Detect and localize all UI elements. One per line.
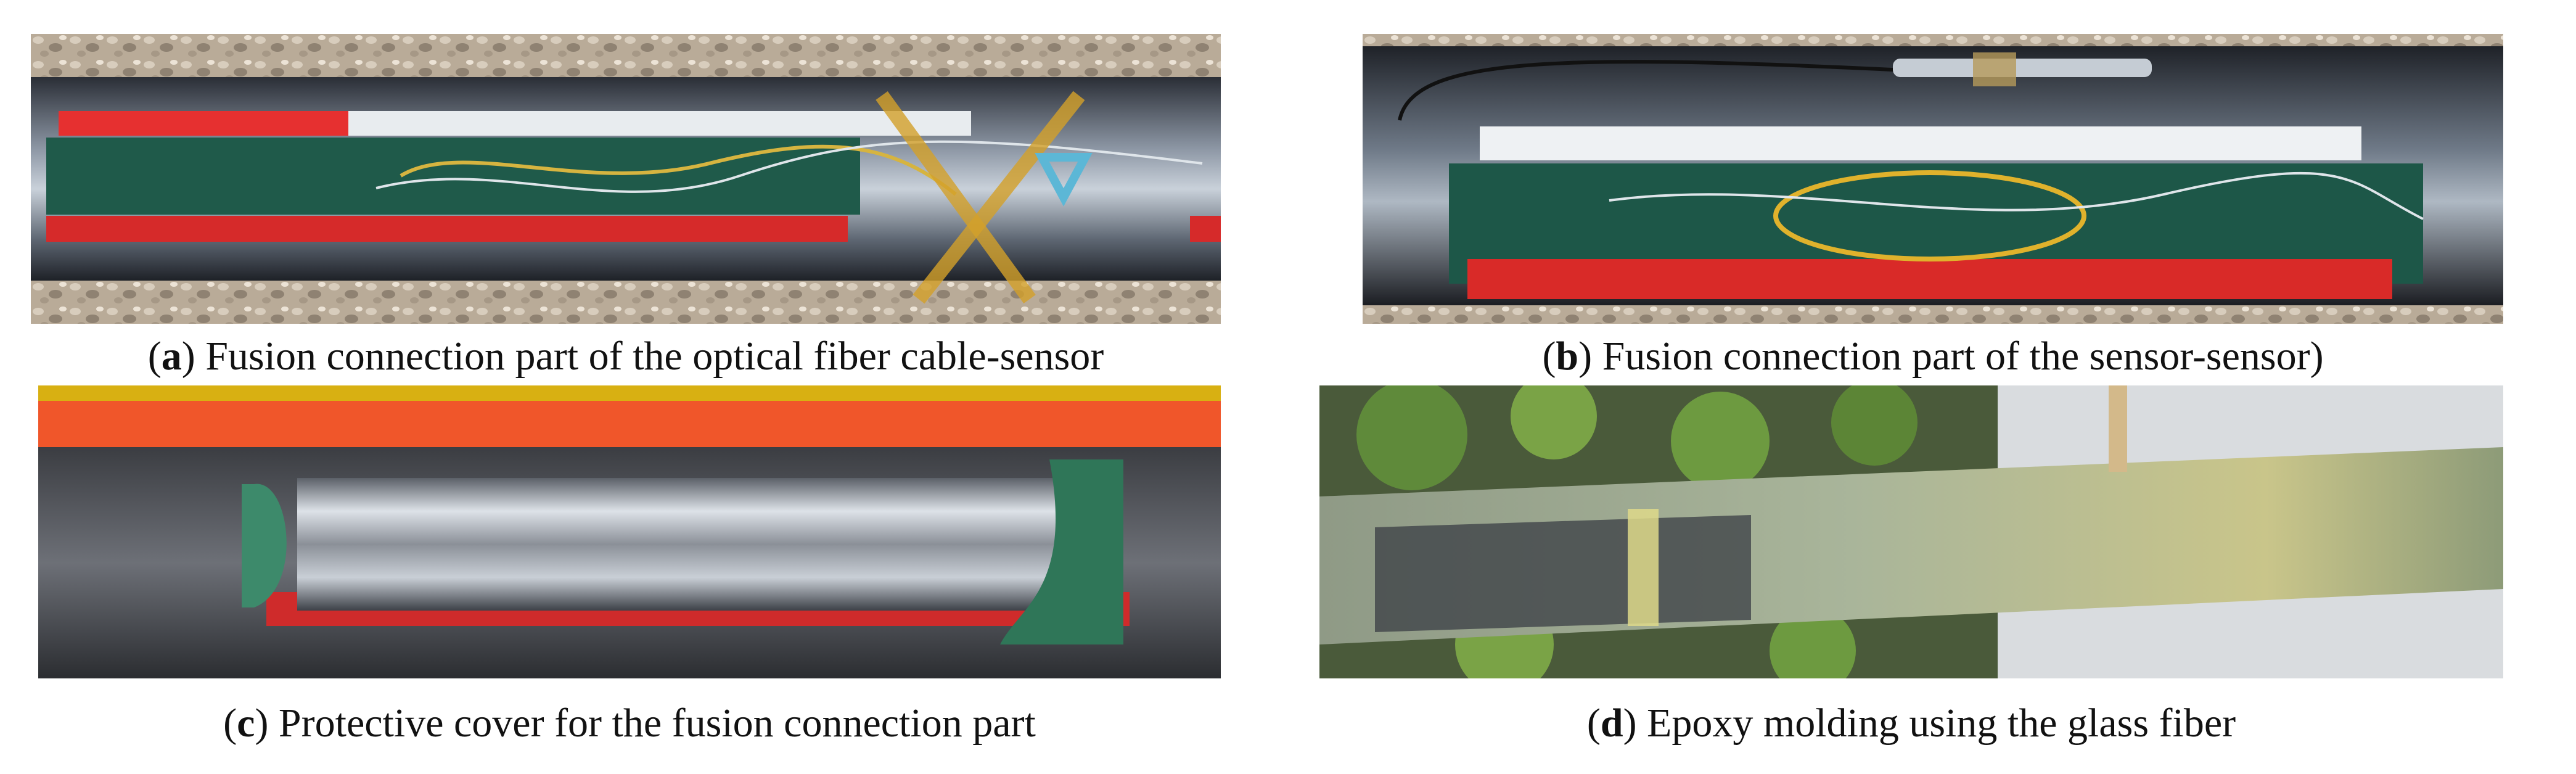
caption-d-letter: d [1600, 701, 1623, 746]
photo-d-epoxy-molding [1319, 385, 2503, 678]
caption-c-text: Protective cover for the fusion connecti… [278, 701, 1036, 746]
caption-c-letter: c [237, 701, 255, 746]
photo-b-fusion-sensor-sensor [1363, 34, 2503, 324]
caption-c: (c) Protective cover for the fusion conn… [223, 701, 1036, 746]
caption-d-text: Epoxy molding using the glass fiber [1647, 701, 2236, 746]
caption-b: (b) Fusion connection part of the sensor… [1542, 334, 2324, 379]
caption-a-text: Fusion connection part of the optical fi… [205, 334, 1104, 379]
caption-d: (d) Epoxy molding using the glass fiber [1586, 701, 2236, 746]
photo-c-protective-cover [38, 385, 1221, 678]
caption-b-letter: b [1556, 334, 1579, 379]
caption-a-letter: a [161, 334, 182, 379]
photo-a-fusion-cable-sensor [31, 34, 1221, 324]
caption-b-text: Fusion connection part of the sensor-sen… [1602, 334, 2324, 379]
caption-a: (a) Fusion connection part of the optica… [147, 334, 1104, 379]
